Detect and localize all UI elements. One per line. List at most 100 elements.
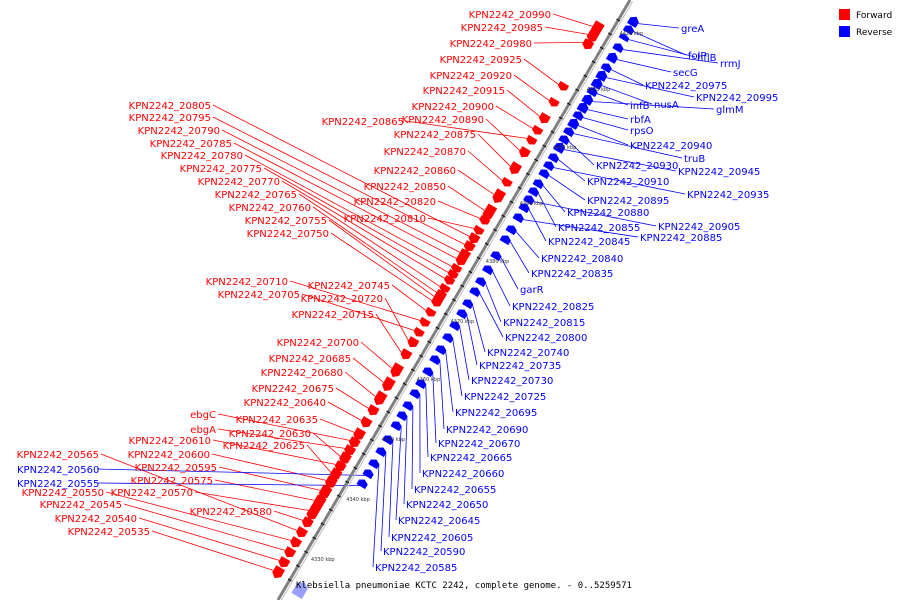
position-marker [419,354,424,358]
reverse-gene [532,179,544,190]
position-marker [468,270,473,274]
reverse-gene [368,459,380,470]
forward-leader [194,491,309,511]
reverse-gene-label: KPN2242_20825 [512,302,594,313]
reverse-gene-label: KPN2242_20930 [596,161,678,172]
reverse-gene [456,309,468,320]
forward-leader [138,517,280,561]
forward-gene [451,262,463,273]
forward-gene [501,176,513,187]
reverse-gene-label: garR [520,285,544,296]
reverse-gene-label: KPN2242_20730 [471,376,553,387]
position-marker [558,116,563,120]
forward-gene-label: KPN2242_20810 [344,214,426,225]
position-marker [410,368,415,372]
reverse-leader [601,85,653,105]
forward-leader [263,167,449,273]
legend-reverse-label: Reverse [856,28,893,38]
reverse-gene [356,479,368,490]
forward-gene-label: KPN2242_20540 [55,514,137,525]
scale-tick-label: 4390 kbp [520,201,544,207]
scale-tick-label: 4380 kbp [486,259,510,265]
forward-gene-label: KPN2242_20925 [440,55,522,66]
forward-gene [447,268,459,279]
reverse-leader [606,77,695,98]
position-marker [328,508,333,512]
forward-leader [214,479,315,501]
forward-leader [217,428,345,449]
reverse-gene-label: KPN2242_20845 [548,237,630,248]
forward-gene-label: KPN2242_20785 [150,139,232,150]
scale-tick-label: 4410 kbp [587,87,611,93]
reverse-gene-label: truB [684,154,705,165]
reverse-gene [600,63,612,74]
forward-leader [344,371,376,397]
forward-gene [425,306,437,317]
reverse-leader [617,59,672,73]
forward-gene-label: KPN2242_20920 [430,71,512,82]
forward-gene-label: KPN2242_20865 [322,117,404,128]
reverse-gene [567,118,580,130]
reverse-gene-label: KPN2242_20800 [505,333,587,344]
forward-gene-label: KPN2242_20760 [229,203,311,214]
forward-gene [519,146,531,158]
reverse-gene [390,421,402,432]
reverse-gene [490,251,502,262]
forward-leader [100,453,297,531]
forward-leader [330,232,432,301]
reverse-gene-label: KPN2242_20945 [678,167,760,178]
forward-gene-label: KPN2242_20775 [180,164,262,175]
reverse-leader [380,453,387,552]
forward-gene [463,240,476,252]
gene-labels: KPN2242_20990KPN2242_20985KPN2242_20980K… [17,10,779,574]
forward-gene-label: KPN2242_20770 [198,177,280,188]
forward-gene [284,546,297,558]
reverse-gene-label: KPN2242_20605 [391,533,473,544]
forward-leader [405,120,527,139]
forward-gene [473,224,485,235]
position-marker [460,284,465,288]
forward-gene-label: KPN2242_20685 [269,354,351,365]
position-marker [304,550,309,554]
reverse-leader [388,441,394,538]
position-marker [501,214,506,218]
reverse-gene-label: rbfA [630,115,651,126]
reverse-gene-label: KPN2242_20880 [567,208,649,219]
reverse-gene [415,379,427,390]
reverse-gene [581,94,594,106]
forward-gene [339,451,352,465]
reverse-gene-label: KPN2242_20935 [687,190,769,201]
forward-leader [312,206,437,293]
forward-gene [353,427,366,441]
forward-gene [431,296,443,307]
reverse-leader [96,468,374,476]
forward-gene [479,214,491,225]
forward-gene [439,282,451,293]
reverse-gene-label: KPN2242_20995 [696,93,778,104]
position-marker [583,74,588,78]
forward-gene-label: KPN2242_20875 [394,130,476,141]
reverse-gene [402,401,414,412]
reverse-leader [611,69,644,86]
forward-gene [329,467,343,481]
reverse-gene-label: KPN2242_20650 [406,500,488,511]
reverse-gene-label: rpsO [630,126,654,137]
reverse-gene-label: KPN2242_20695 [455,408,537,419]
reverse-leader [573,133,683,159]
reverse-leader [509,241,530,274]
reverse-gene [572,111,584,122]
forward-gene-label: KPN2242_20700 [277,338,359,349]
forward-gene-label: KPN2242_20570 [111,488,193,499]
reverse-gene-label: KPN2242_20855 [558,223,640,234]
forward-gene [348,436,361,448]
legend-reverse-swatch [839,26,850,37]
position-marker [616,18,621,22]
forward-leader [289,280,421,321]
position-marker [320,522,325,526]
forward-leader [552,13,593,27]
forward-leader [523,58,559,85]
reverse-gene [475,277,487,288]
forward-leader [212,439,336,465]
reverse-gene-label: rrmJ [720,59,741,70]
reverse-leader [553,167,686,195]
